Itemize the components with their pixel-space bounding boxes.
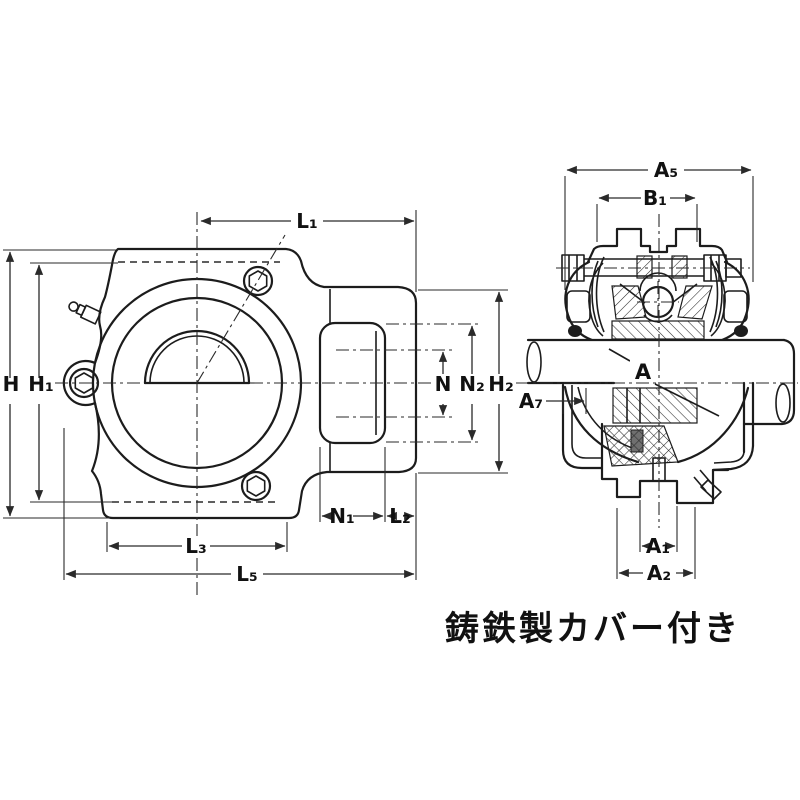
- bottom-block-outline: [600, 422, 730, 505]
- dim-label-n1: N₁: [329, 504, 355, 528]
- front-view: [55, 212, 434, 597]
- dim-label-a2: A₂: [647, 561, 671, 585]
- seal-left: [568, 325, 582, 337]
- dim-label-l3: L₃: [185, 534, 207, 558]
- insert-od-left2: [591, 260, 599, 328]
- cover-screw: [693, 469, 722, 500]
- cover-bottom-curve: [711, 444, 755, 472]
- through-bolt: [556, 254, 750, 282]
- seal-right: [734, 325, 748, 337]
- dim-label-a1: A₁: [646, 534, 670, 558]
- bore-arc-outer: [143, 329, 251, 385]
- left-arm-outer: [564, 260, 594, 342]
- dim-label-a: A: [635, 360, 652, 384]
- shaft-break-left: [526, 341, 542, 383]
- housing-outline: [62, 247, 418, 520]
- pcd-centerline: [196, 234, 286, 384]
- lower-housing: [561, 381, 755, 505]
- right-arm-outer: [720, 260, 750, 342]
- dim-label-l2: L₂: [389, 504, 411, 528]
- side-view-dimensions: A₅ B₁ A₇ A₁ A₂: [519, 158, 754, 585]
- inner-ring-section: [611, 320, 705, 340]
- bolt-hole-top-right: [242, 265, 274, 297]
- insert-od-right: [709, 256, 719, 333]
- take-up-slot: [318, 321, 387, 445]
- dim-label-l1: L₁: [296, 209, 318, 233]
- outer-ring-section-right: [677, 285, 713, 320]
- insert-od-left: [595, 256, 605, 333]
- dim-label-a5: A₅: [654, 158, 678, 182]
- locking-collar-section: [612, 387, 698, 424]
- outer-ring-section-left: [611, 285, 647, 320]
- guide-pad-left: [566, 290, 591, 323]
- dim-label-n2: N₂: [459, 372, 485, 396]
- dim-label-h1: H₁: [28, 372, 54, 396]
- drawing-caption: 鋳鉄製カバー付き: [445, 609, 741, 649]
- side-section-view: A: [516, 214, 798, 528]
- grease-nipple: [68, 301, 102, 325]
- shaft-break-right: [775, 383, 791, 423]
- frame-cap: [586, 227, 729, 264]
- lower-arm-inner: [571, 385, 601, 459]
- guide-pad-right: [723, 290, 748, 323]
- dim-label-b1: B₁: [643, 186, 667, 210]
- lower-arm-outer: [561, 383, 603, 470]
- insert-od-right2: [715, 260, 723, 328]
- dim-label-a7: A₇: [519, 389, 543, 413]
- front-view-dimensions: L₁ H H₁ L₃ L₅ N₁ L₂: [3, 209, 514, 586]
- dim-label-n: N: [435, 372, 452, 396]
- dim-label-h2: H₂: [488, 372, 514, 396]
- dim-label-l5: L₅: [236, 562, 258, 586]
- dim-label-h: H: [3, 372, 20, 396]
- bolt-hole-bottom-right: [240, 470, 272, 502]
